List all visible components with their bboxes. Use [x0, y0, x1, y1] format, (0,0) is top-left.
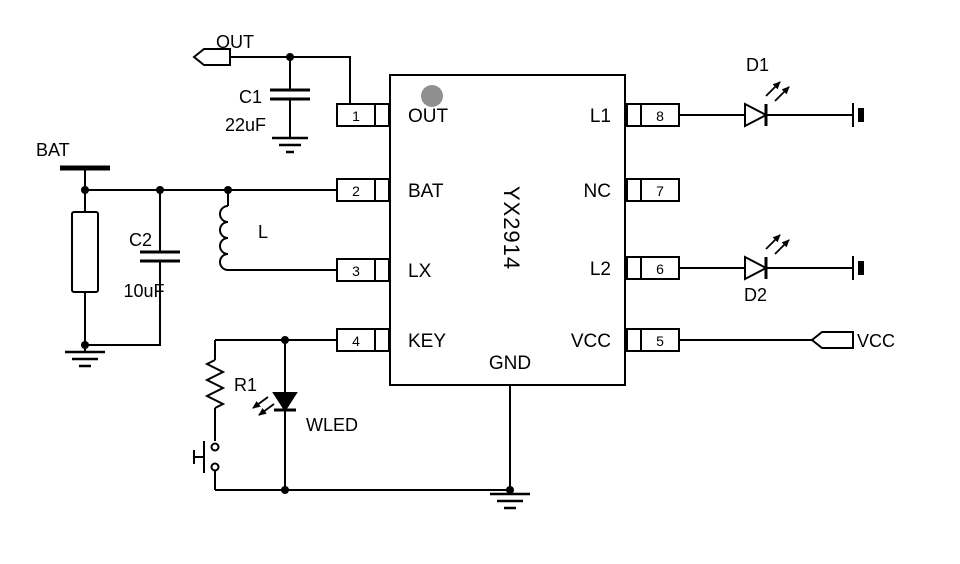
junction-dot: [156, 186, 164, 194]
pin-number-1: 1: [352, 108, 360, 124]
out-port-label: OUT: [216, 32, 254, 52]
pin-box-6-outline: [626, 256, 680, 280]
pin-number-5: 5: [656, 333, 664, 349]
pin-box-1-outline: [336, 103, 390, 127]
wires: [84, 56, 853, 494]
junction-dot: [81, 341, 89, 349]
junction-dot: [281, 336, 289, 344]
ic-pin-label-nc: NC: [584, 181, 611, 202]
ic-pin-label-out: OUT: [408, 106, 449, 127]
wled-emission-arrow: [258, 403, 275, 416]
switch-contact: [210, 462, 220, 472]
pin-box-8: 8: [626, 103, 680, 127]
resistor-r1: R1: [204, 359, 257, 409]
ic-pin-label-l2: L2: [590, 259, 611, 280]
ic-pin-label-bat: BAT: [408, 181, 444, 202]
junction-dots: [81, 53, 514, 494]
pin-number-2: 2: [352, 183, 360, 199]
pin-box-2: 2: [336, 178, 390, 202]
c1-value: 22uF: [225, 115, 266, 135]
pin-number-4: 4: [352, 333, 360, 349]
junction-dot: [224, 186, 232, 194]
pin-number-6: 6: [656, 261, 664, 277]
r1-designator: R1: [234, 375, 257, 395]
port-out: OUT: [192, 32, 254, 66]
wled-designator: WLED: [306, 415, 358, 435]
ic-pin-label-l1: L1: [590, 106, 611, 127]
out-connector-tag: [192, 48, 231, 66]
pin1-marker-dot: [421, 85, 443, 107]
ground-symbol-battery: [65, 350, 105, 368]
pin-number-3: 3: [352, 263, 360, 279]
pin-box-4-outline: [336, 328, 390, 352]
d2-emission-arrow: [774, 239, 790, 255]
pin-box-4: 4: [336, 328, 390, 352]
terminal-d1: [852, 103, 864, 127]
bat-port-label: BAT: [36, 140, 70, 160]
pin-box-6: 6: [626, 256, 680, 280]
inductor-designator: L: [258, 222, 268, 242]
ic-body: [389, 74, 626, 386]
ic-pin-label-vcc: VCC: [571, 331, 611, 352]
wled-triangle: [272, 392, 298, 412]
d2-triangle: [744, 255, 769, 281]
vcc-connector-tag: [810, 331, 854, 349]
pin-number-7: 7: [656, 183, 664, 199]
ground-symbol-ic: [490, 492, 530, 510]
ic-gnd-label: GND: [489, 353, 531, 374]
pin-box-7-outline: [626, 178, 680, 202]
d2-emission-arrow: [765, 234, 781, 250]
terminal-d2: [852, 256, 864, 280]
led-d2: D2: [744, 234, 790, 305]
d1-emission-arrow: [765, 81, 781, 97]
junction-dot: [286, 53, 294, 61]
capacitor-c1: C1 22uF: [225, 87, 310, 135]
junction-dot: [281, 486, 289, 494]
c2-designator: C2: [129, 230, 152, 250]
d1-emission-arrow: [774, 86, 790, 102]
inductor-coil: [219, 205, 229, 271]
c1-designator: C1: [239, 87, 262, 107]
pin-box-1: 1: [336, 103, 390, 127]
capacitor-c2: C2 10uF: [123, 230, 180, 301]
ground-symbol-c1: [272, 136, 308, 154]
d1-triangle: [744, 102, 769, 128]
d2-designator: D2: [744, 285, 767, 305]
pin-number-8: 8: [656, 108, 664, 124]
led-wled: WLED: [252, 392, 358, 435]
wled-emission-arrow: [252, 396, 269, 409]
junction-dot: [506, 486, 514, 494]
wire-out-net: [230, 56, 351, 104]
pin-box-3-outline: [336, 258, 390, 282]
pin-box-8-outline: [626, 103, 680, 127]
switch-contact: [210, 442, 220, 452]
pin-box-5: 5: [626, 328, 680, 352]
vcc-port-label: VCC: [857, 331, 895, 351]
ic-yx2914: YX2914 GND OUT BAT LX KEY L1 NC L2 VCC: [389, 74, 626, 386]
port-bat: BAT: [36, 140, 110, 171]
ic-pin-label-key: KEY: [408, 331, 446, 352]
junction-dot: [81, 186, 89, 194]
ic-pin-label-lx: LX: [408, 261, 432, 282]
led-d1: D1: [744, 55, 790, 128]
c2-value: 10uF: [123, 281, 164, 301]
pin-box-3: 3: [336, 258, 390, 282]
inductor-l: L: [219, 205, 268, 271]
r1-zigzag: [204, 359, 226, 409]
pin-box-5-outline: [626, 328, 680, 352]
wire-c2-bottom: [85, 261, 161, 346]
pin-box-7: 7: [626, 178, 680, 202]
battery-cell: [71, 211, 99, 293]
port-vcc: VCC: [810, 331, 895, 351]
pin-box-2-outline: [336, 178, 390, 202]
ic-part-number: YX2914: [499, 186, 524, 270]
d1-designator: D1: [746, 55, 769, 75]
push-button-switch: [193, 441, 220, 473]
battery-body: [71, 211, 99, 293]
